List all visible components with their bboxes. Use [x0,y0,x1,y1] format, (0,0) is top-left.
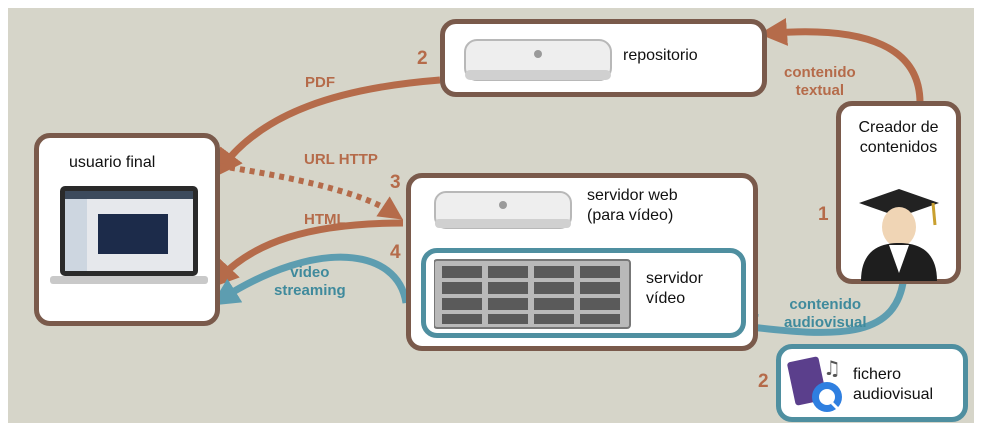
graduate-avatar-icon [859,189,939,281]
fichero-audiovisual-node: ♫ fichero audiovisual [776,344,968,422]
edge-label-url-http: URL HTTP [304,151,378,168]
repositorio-node: repositorio [440,19,767,97]
edge-label-pdf: PDF [305,74,335,91]
diagram-canvas: repositorio usuario final Creador de con… [8,8,974,423]
fichero-label: fichero audiovisual [853,366,934,403]
mac-mini-icon [464,39,612,81]
step-1: 1 [818,204,829,225]
servidor-web-label: servidor web (para vídeo) [587,187,678,224]
arrow-video-streaming [211,253,410,306]
servidor-web-node: servidor web (para vídeo) servidor vídeo [406,173,758,351]
flow-arrows [210,18,924,342]
mac-mini-icon [434,191,572,229]
step-2-fichero: 2 [758,371,769,392]
arrow-contenido-textual [759,18,924,104]
step-4: 4 [390,242,401,263]
arrow-html [210,219,404,289]
edge-label-video-streaming: video streaming [274,264,346,299]
edge-label-contenido-audiovisual: contenido audiovisual [784,296,867,331]
creador-contenidos-node: Creador de contenidos [836,101,961,284]
server-rack-icon [434,259,631,329]
step-3: 3 [390,172,401,193]
edge-label-html: HTML [304,211,346,228]
arrow-pdf [214,76,441,178]
usuario-final-label: usuario final [69,154,156,171]
repositorio-label: repositorio [623,47,698,64]
step-2-repositorio: 2 [417,48,428,69]
arrow-url-http [219,163,403,220]
arrow-contenido-audiovisual [729,282,907,342]
creador-label: Creador de contenidos [858,119,939,156]
usuario-final-node: usuario final [34,133,220,326]
servidor-video-label: servidor vídeo [646,270,703,307]
laptop-icon [50,186,208,284]
edge-label-contenido-textual: contenido textual [784,64,856,99]
svg-text:♫: ♫ [823,356,841,380]
servidor-video-node: servidor vídeo [421,248,746,338]
media-file-icon: ♫ [787,356,842,412]
